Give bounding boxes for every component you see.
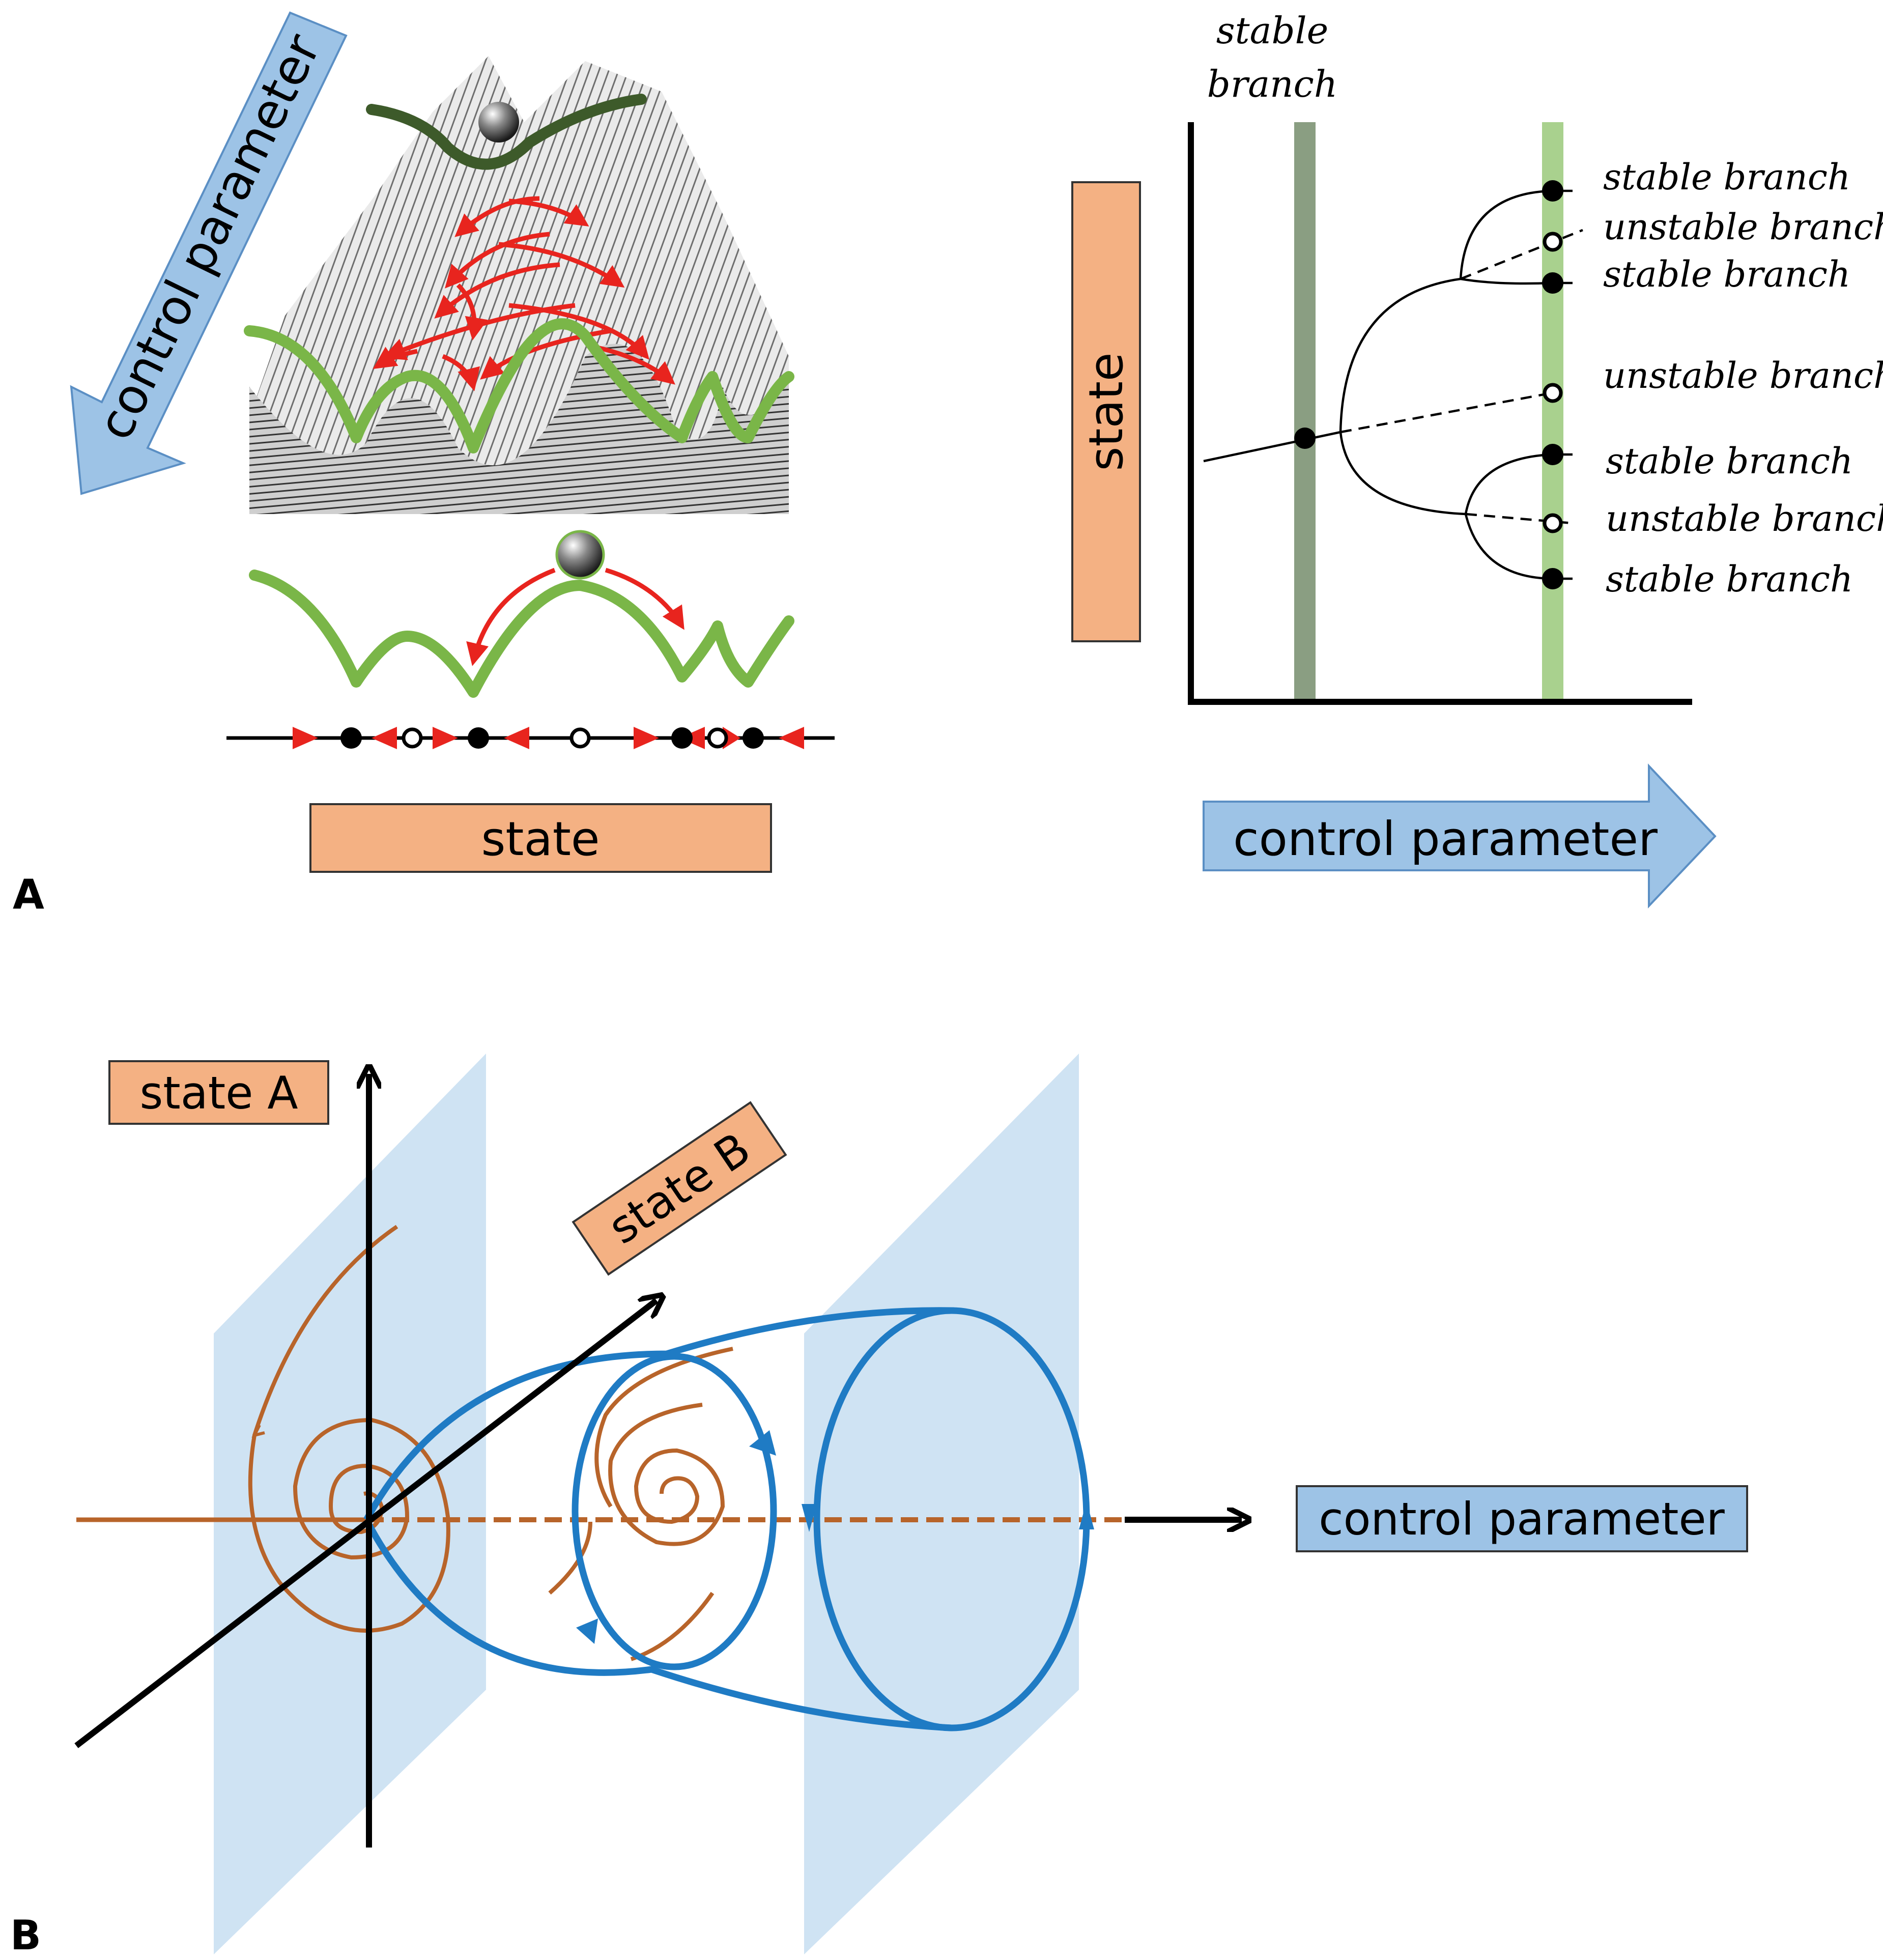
control-parameter-arrow-right: control parameter [1203,763,1717,909]
stable-point [468,727,489,749]
ball-lower [555,530,605,580]
state-b-box: state B [572,1101,787,1276]
state-label-bifurcation: state [1079,352,1133,471]
dark-green-band [1294,122,1316,700]
branch-label: unstable branch [1603,355,1883,396]
stable-point [1542,444,1563,465]
spiral-trajectory-middle [548,1347,733,1661]
panel-letter-b: B [10,1912,41,1959]
unstable-point [1543,513,1563,533]
branch-upper-unstable [1460,229,1583,280]
stable-point [1542,568,1563,589]
spiral-trajectory-left [248,1225,450,1633]
limit-cycle-arrowheads [576,1430,1094,1644]
branch-lower-arm [1339,432,1466,516]
dark-green-valley-curve [366,94,647,170]
ball-top [478,102,519,143]
branch-upper-arm [1339,277,1461,433]
branch-stable-initial [1203,431,1341,463]
limit-cycle-small [572,1353,777,1670]
control-parameter-box: control parameter [1296,1485,1748,1552]
stable-point [743,727,764,749]
stable-point [671,727,693,749]
hopf-bifurcation-diagram: state A state B control parameter [74,1054,1748,1954]
stable-point [1542,180,1563,202]
landscape-diagram: control parameter [70,11,835,873]
branch-lower-top [1464,453,1573,515]
state-axis-line [226,727,835,749]
state-a-label: state A [139,1067,298,1119]
bifurcation-diagram: stable branch s [1071,9,1883,909]
unstable-point [1543,383,1563,403]
branch-label: stable branch [1606,558,1853,600]
stable-point [340,727,362,749]
branch-label: stable branch [1603,156,1850,198]
phase-plane-right [804,1054,1079,1954]
control-parameter-label-bifurcation: control parameter [1233,812,1658,866]
green-potential-curve-upper [244,318,794,453]
branch-unstable-middle [1340,391,1553,434]
red-transition-arrows-lower [466,567,684,666]
light-green-band [1542,122,1563,700]
unstable-point [1543,232,1563,252]
state-b-axis [74,1300,657,1748]
branch-label: unstable branch [1603,206,1883,248]
branch-upper-top [1459,189,1573,279]
mountain-landscape [249,56,789,514]
control-parameter-label-b: control parameter [1319,1493,1725,1545]
state-box-landscape: state [309,803,772,873]
panel-letter-a: A [13,871,44,918]
top-stable-branch-label-line1: stable [1216,9,1329,52]
phase-plane-left [214,1054,486,1954]
top-stable-branch-label-line2: branch [1207,63,1338,105]
red-transition-arrows-mountain [373,196,675,391]
green-potential-curve-lower [249,570,794,698]
branch-label: unstable branch [1606,498,1883,539]
unstable-point [707,727,728,749]
stable-point-initial [1294,428,1316,449]
branch-label: stable branch [1606,440,1853,482]
state-a-box: state A [108,1060,329,1125]
unstable-point [402,727,423,749]
branch-label: stable branch [1603,253,1850,295]
state-box-bifurcation: state [1071,181,1141,642]
stable-point [1542,272,1563,294]
unstable-point [569,727,591,749]
state-label-landscape: state [481,812,600,866]
